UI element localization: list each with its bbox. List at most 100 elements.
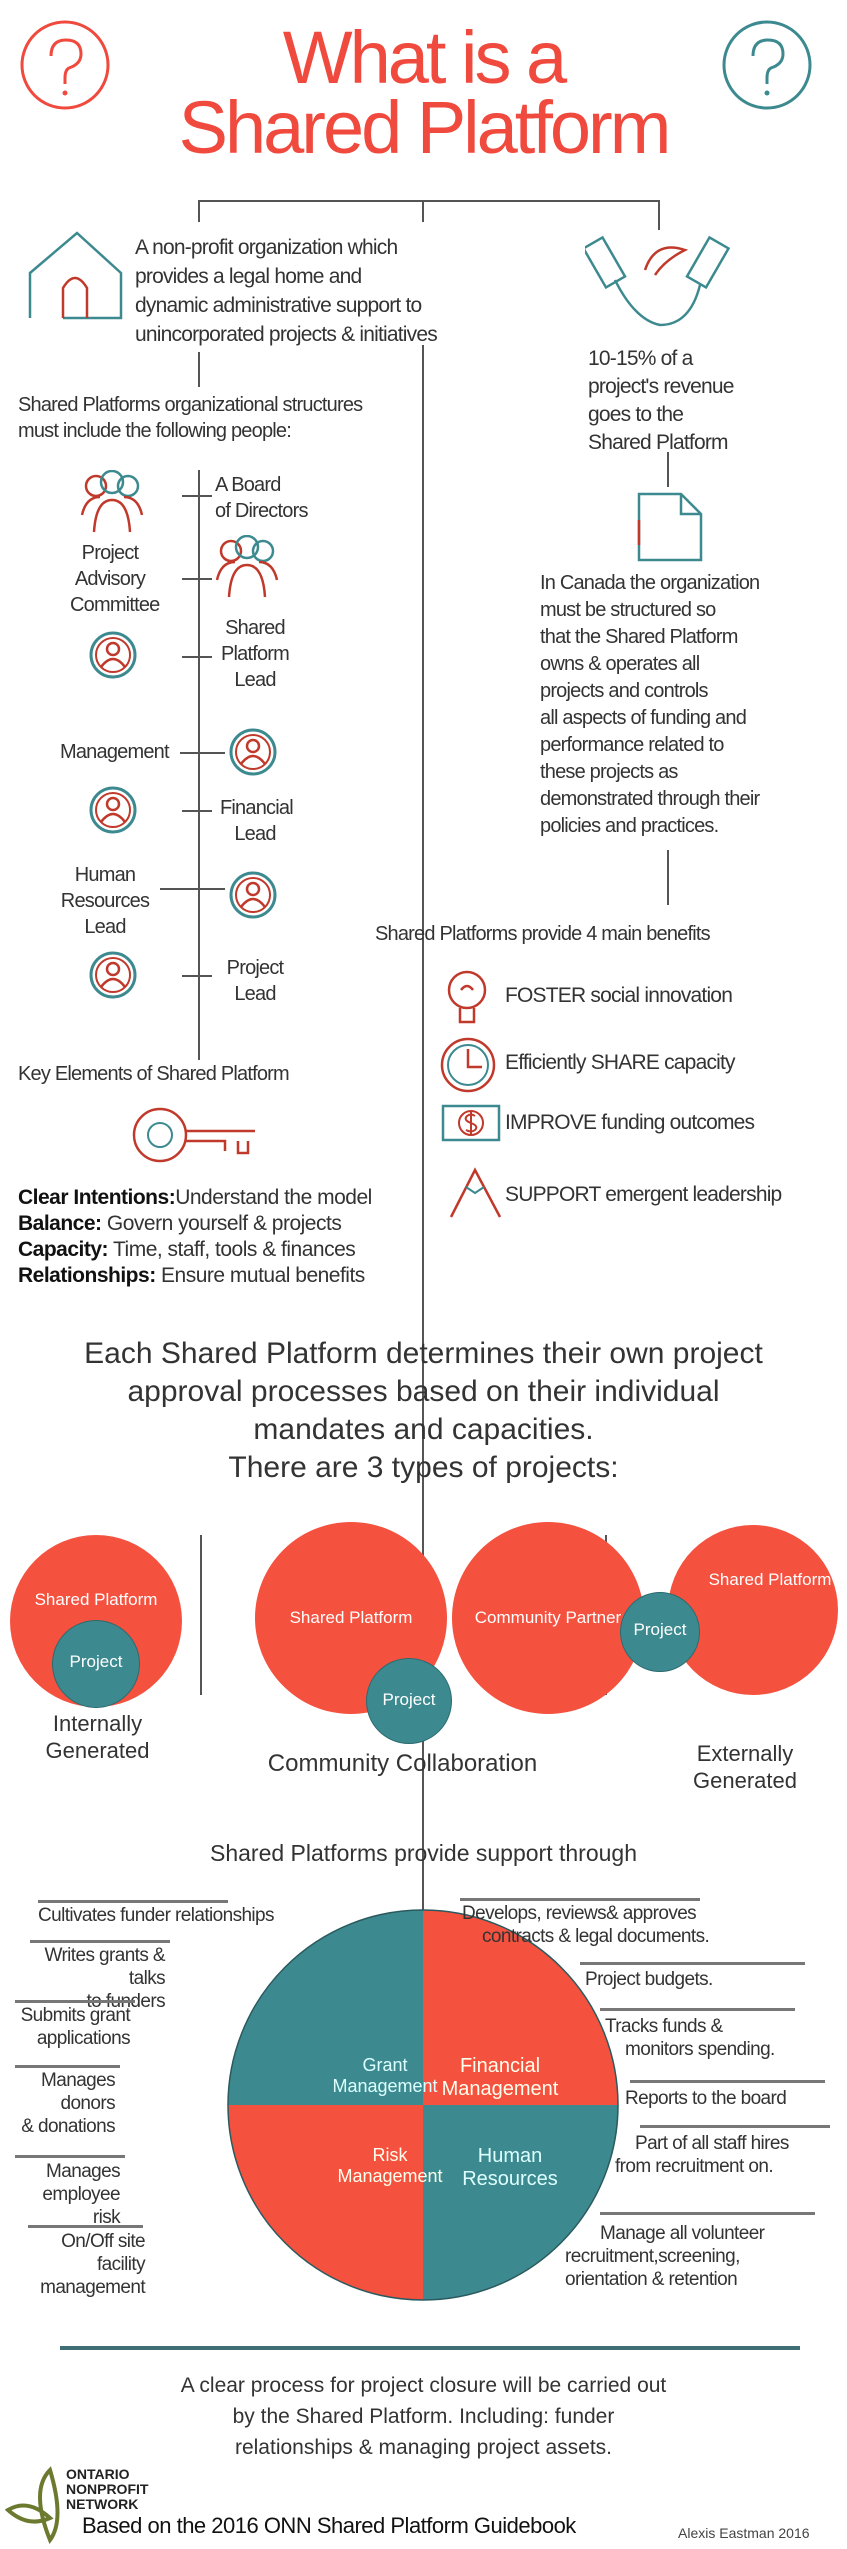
key-element-text: Understand the model [175, 1186, 372, 1209]
text-line: Financial [220, 797, 294, 819]
text-line: from recruitment on. [615, 2156, 774, 2177]
note-cultivates: Cultivates funder relationships [38, 1904, 275, 1927]
key-elements-heading: Key Elements of Shared Platform [18, 1063, 290, 1085]
dollar-bill-icon [441, 1104, 501, 1142]
person-circle-icon [89, 951, 137, 999]
text-line: projects and controls [540, 680, 709, 702]
text-line: goes to the [588, 403, 684, 426]
text-line: project's revenue [588, 375, 734, 398]
quadrant-risk [228, 2105, 423, 2300]
text-line: all aspects of funding and [540, 707, 747, 729]
text-line: Each Shared Platform determines their ow… [84, 1337, 763, 1370]
divider-line [200, 1535, 202, 1695]
text-line: Manages donors [41, 2070, 116, 2114]
text-line: management [40, 2277, 146, 2298]
text-line: applications [36, 2028, 131, 2049]
mountain-icon [449, 1167, 502, 1218]
shared-platform-circle [668, 1525, 838, 1695]
connector-line [198, 352, 200, 387]
connector-line [667, 452, 669, 487]
note-underline [580, 1962, 805, 1965]
key-elements-list: Clear Intentions:Understand the model Ba… [18, 1185, 372, 1289]
canada-text: In Canada the organization must be struc… [540, 570, 760, 840]
document-icon [637, 492, 703, 562]
note-underline [15, 2155, 125, 2158]
text-line: NONPROFIT [66, 2481, 149, 2497]
text-line: Lead [234, 983, 276, 1005]
circle-label: Project [69, 1652, 123, 1671]
connector-line [422, 200, 424, 222]
closure-text: A clear process for project closure will… [0, 2370, 847, 2463]
text-line: Externally [696, 1741, 794, 1766]
text-line: Generated [693, 1768, 797, 1793]
connector-line [182, 578, 212, 580]
text-line: performance related to [540, 734, 724, 756]
key-icon [132, 1107, 255, 1163]
connector-line [422, 1490, 424, 1510]
type-externally-generated: Externally Generated [650, 1740, 840, 1794]
key-element-text: Time, staff, tools & finances [108, 1238, 356, 1261]
community-partner-circle [452, 1522, 644, 1714]
circle-label: Shared Platform [34, 1590, 158, 1609]
key-element-label: Capacity: [18, 1238, 109, 1261]
projects-intro: Each Shared Platform determines their ow… [0, 1335, 847, 1487]
text-line: must include the following people: [18, 420, 292, 442]
group-icon [80, 470, 144, 534]
text-line: In Canada the organization [540, 572, 760, 594]
page-title-line2: Shared Platform [178, 86, 672, 169]
text-line: Resources [60, 890, 150, 912]
center-divider-line [422, 345, 424, 1985]
text-line: A Board [215, 474, 281, 496]
text-line: Reports to the board [625, 2088, 787, 2109]
text-line: monitors spending. [625, 2039, 775, 2060]
key-element-label: Balance: [18, 1212, 102, 1235]
text-line: NETWORK [66, 2496, 139, 2512]
text-line: owns & operates all [540, 653, 700, 675]
text-line: Generated [45, 1738, 150, 1763]
text-line: contracts & legal documents. [482, 1926, 710, 1947]
text-line: Shared Platform [588, 431, 729, 454]
note-underline [640, 2125, 830, 2128]
section-divider [60, 2346, 800, 2350]
question-circle-icon [20, 20, 110, 110]
text-line: Project [81, 542, 139, 564]
text-line: recruitment,screening, [565, 2246, 740, 2267]
note-underline [38, 1900, 228, 1903]
text-line: must be structured so [540, 599, 716, 621]
text-line: provides a legal home and [135, 265, 362, 288]
quadrant-label-risk: Risk Management [337, 2145, 443, 2186]
onn-logo-icon [5, 2466, 60, 2545]
note-reports-board: Reports to the board [625, 2087, 787, 2110]
text-line: There are 3 types of projects: [228, 1451, 619, 1484]
text-line: Shared Platforms organizational structur… [18, 394, 363, 416]
circle-label: Community Partner [474, 1608, 622, 1627]
quadrant-label-financial: Financial Management [441, 2055, 559, 2100]
person-advisory-committee: Project Advisory Committee [70, 540, 160, 618]
text-line: On/Off site facility [61, 2231, 145, 2275]
author-credit: Alexis Eastman 2016 [678, 2525, 810, 2541]
text-line: by the Shared Platform. Including: funde… [232, 2405, 615, 2428]
person-circle-icon [229, 728, 277, 776]
note-underline [460, 1898, 700, 1901]
onn-logo-text: ONTARIO NONPROFIT NETWORK [66, 2467, 148, 2512]
type-community-collaboration: Community Collaboration [267, 1750, 538, 1777]
key-element-item: Balance: Govern yourself & projects [18, 1211, 372, 1237]
connector-line [180, 752, 225, 754]
note-manages-donors: Manages donors& donations [5, 2069, 115, 2138]
question-circle-icon [722, 20, 812, 110]
text-line: Lead [84, 916, 126, 938]
connector-line [182, 495, 212, 497]
note-underline [30, 1940, 170, 1943]
support-heading: Shared Platforms provide support through [209, 1840, 638, 1866]
note-underline [15, 2000, 135, 2003]
key-element-item: Relationships: Ensure mutual benefits [18, 1263, 372, 1289]
house-icon [28, 231, 123, 320]
quadrant-label-grant: Grant Management [332, 2055, 438, 2096]
note-underline [630, 2080, 825, 2083]
connector-line [160, 888, 225, 890]
text-line: Human [74, 864, 136, 886]
quadrant-hr [423, 2105, 618, 2300]
benefits-heading: Shared Platforms provide 4 main benefits [375, 923, 711, 945]
text-line: Manages [46, 2161, 121, 2182]
